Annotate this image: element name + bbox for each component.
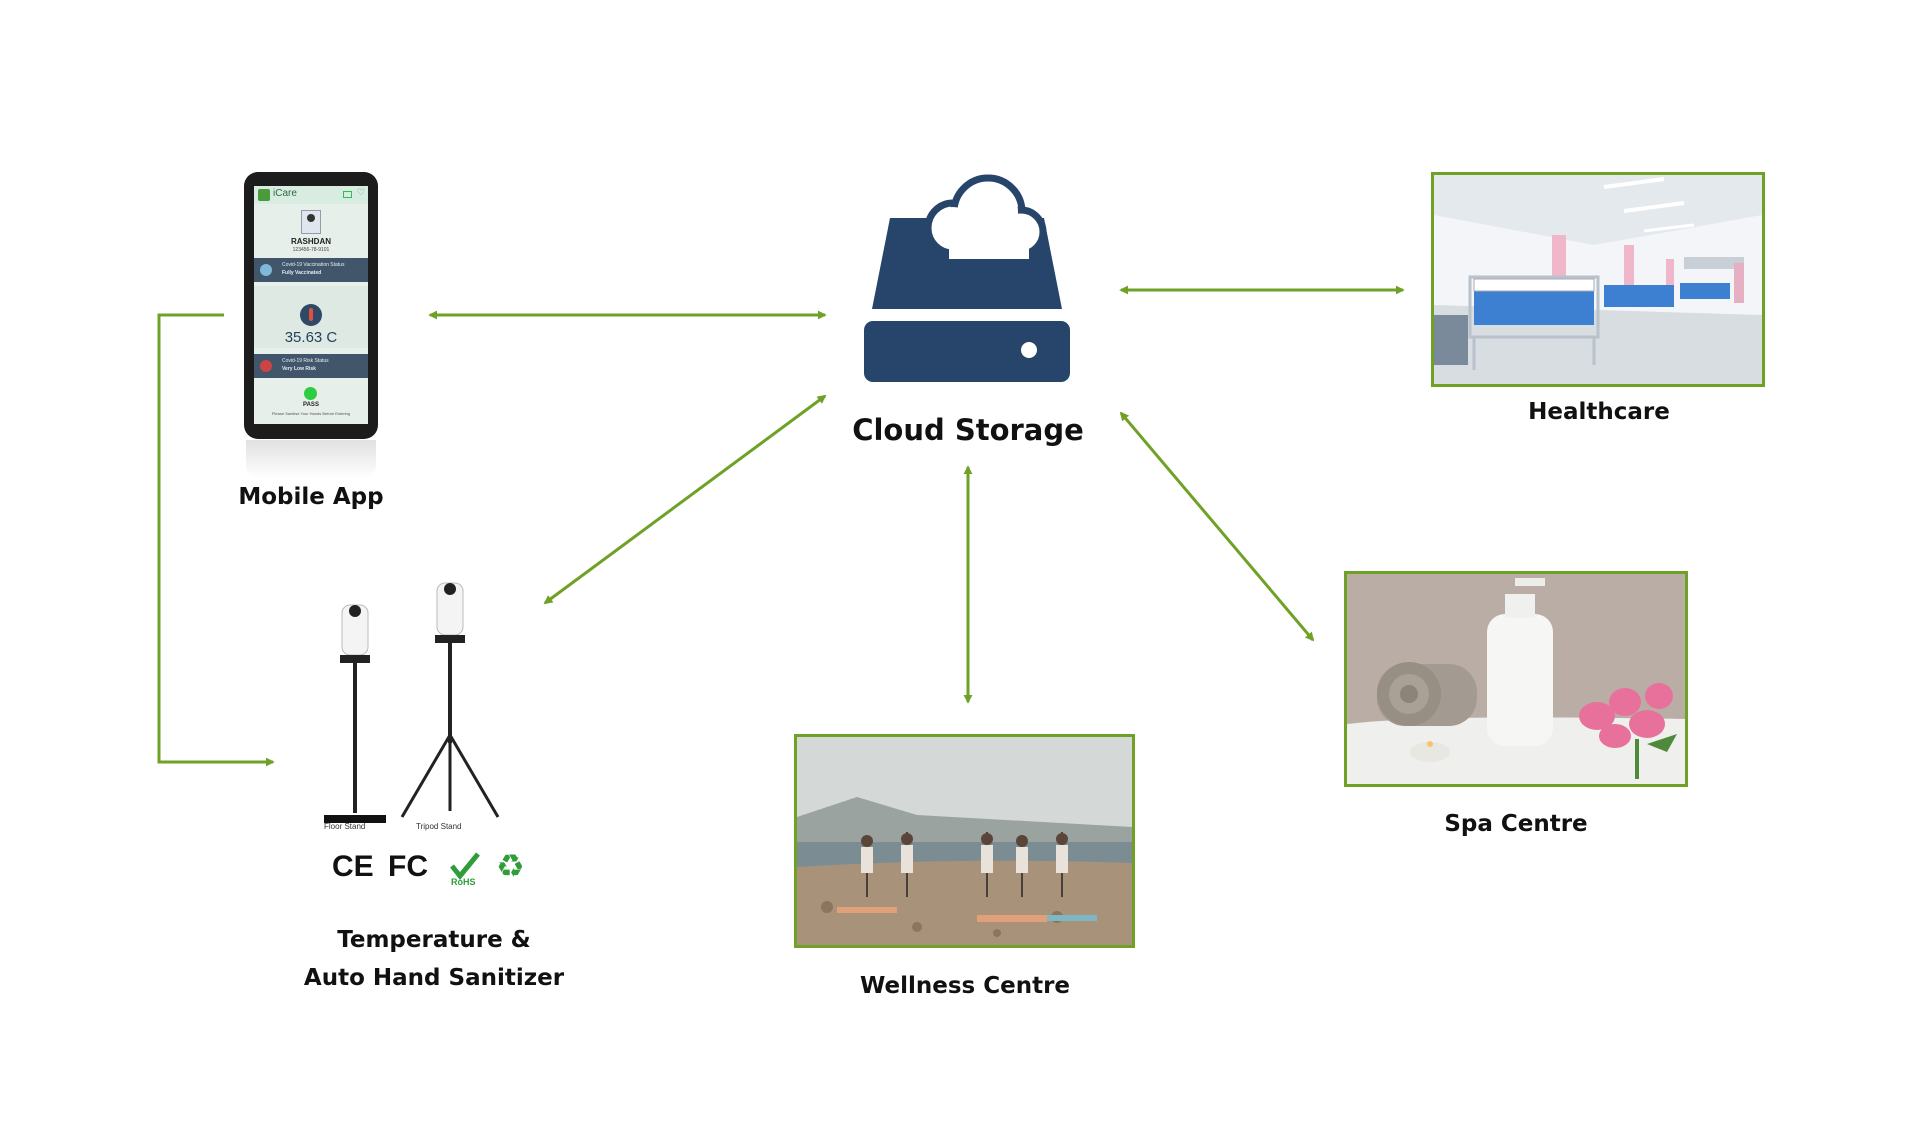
sanitizer-device	[324, 582, 500, 823]
floor-stand-caption: Floor Stand	[324, 822, 366, 831]
wellness-centre-label: Wellness Centre	[859, 973, 1071, 999]
user-id: 123456-78-9101	[292, 247, 330, 253]
avatar	[301, 210, 321, 234]
healthcare-label: Healthcare	[1528, 399, 1670, 425]
spa-centre-label: Spa Centre	[1444, 811, 1588, 837]
pass-note: Please Sanitise Your Hands Before Enteri…	[271, 411, 351, 416]
temperature-value: 35.63 C	[284, 329, 338, 346]
pass-indicator-icon	[304, 387, 317, 400]
arrow-phone-sanitizer	[157, 313, 275, 767]
rohs-icon: RoHS	[450, 852, 480, 886]
ce-mark: CE	[332, 850, 374, 883]
vaccination-value: Fully Vaccinated	[282, 270, 322, 276]
cloud-storage-label: Cloud Storage	[852, 413, 1084, 447]
recycle-icon: ♻	[496, 847, 525, 885]
risk-value: Very Low Risk	[282, 366, 316, 372]
hospital-ward-photo	[1431, 172, 1765, 387]
mail-icon	[343, 191, 352, 198]
phone-device: iCare ♡ RASHDAN 123456-78-9101 Covid-19 …	[244, 172, 378, 439]
user-name: RASHDAN	[291, 237, 331, 246]
vaccine-icon	[260, 264, 272, 276]
app-logo-icon	[258, 189, 270, 201]
phone-screen: iCare ♡ RASHDAN 123456-78-9101 Covid-19 …	[254, 186, 368, 424]
vaccination-row: Covid-19 Vaccination Status Fully Vaccin…	[254, 258, 368, 282]
cloud-storage-icon	[864, 174, 1070, 382]
yoga-beach-photo	[794, 734, 1135, 948]
fcc-mark: FC	[388, 850, 428, 883]
phone-reflection	[246, 440, 376, 478]
sanitizer-label-line1: Temperature &	[337, 927, 531, 953]
sanitizer-label-line2: Auto Hand Sanitizer	[303, 965, 565, 991]
app-name: iCare	[273, 188, 297, 199]
arrow-cloud-spa	[1119, 411, 1315, 642]
pass-result: PASS	[303, 402, 319, 408]
arrow-sanitizer-cloud	[543, 394, 827, 605]
risk-row: Covid-19 Risk Status Very Low Risk	[254, 354, 368, 378]
phone-app-bar: iCare ♡	[254, 186, 368, 204]
virus-icon	[260, 360, 272, 372]
heart-icon: ♡	[356, 188, 365, 198]
thermometer-icon	[300, 304, 322, 326]
tripod-stand-caption: Tripod Stand	[416, 822, 462, 831]
rohs-text: RoHS	[451, 877, 476, 886]
risk-label: Covid-19 Risk Status	[282, 358, 329, 364]
mobile-app-label: Mobile App	[238, 484, 384, 510]
spa-photo	[1344, 571, 1688, 787]
vaccination-label: Covid-19 Vaccination Status	[282, 262, 345, 268]
